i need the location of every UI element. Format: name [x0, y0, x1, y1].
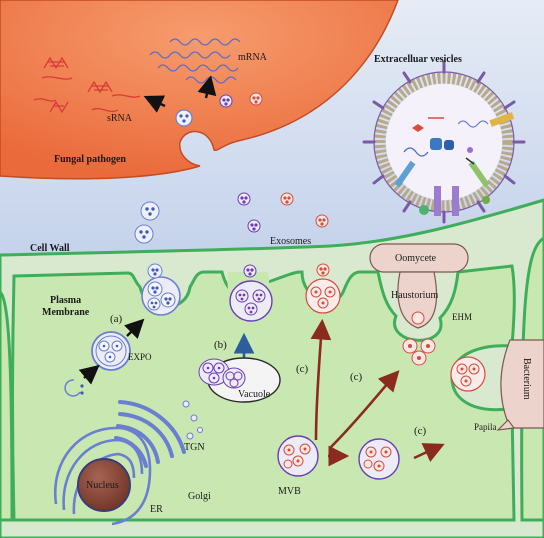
- arrow-c-to-membrane: [310, 318, 332, 441]
- arrow-expo-to-vesicle: [78, 364, 100, 385]
- fungal-pathogen-label: Fungal pathogen: [54, 154, 126, 165]
- extracellular-vesicle-detail: [362, 60, 526, 224]
- adjacent-cell-left: [0, 290, 14, 522]
- vacuole-label: Vacuole: [238, 389, 271, 400]
- endoplasmic-reticulum: [53, 426, 152, 526]
- arrow-c-to-papilla: [413, 443, 445, 462]
- label-c-1: (c): [296, 363, 309, 375]
- oomycete-label: Oomycete: [395, 253, 437, 264]
- expo-fusion-vesicle: [141, 263, 181, 316]
- bacterium: [496, 339, 544, 431]
- srna-hairpins: [33, 56, 141, 114]
- arrow-c-to-haustorium: [329, 370, 400, 449]
- tgn-label: TGN: [184, 442, 205, 453]
- golgi-label: Golgi: [188, 491, 211, 502]
- arrow-a-to-membrane: [124, 318, 145, 339]
- arrow-to-srna: [143, 95, 166, 113]
- floating-exosomes: [134, 192, 329, 244]
- expo-forming-membrane: [64, 379, 84, 397]
- mvb-red-1: [277, 435, 319, 477]
- mrna-label: mRNA: [238, 52, 268, 63]
- nucleus: [77, 458, 131, 512]
- label-b: (b): [214, 339, 227, 351]
- vacuole: [198, 357, 281, 403]
- ehm-label: EHM: [452, 312, 472, 322]
- oomycete: [369, 243, 469, 329]
- papila-label: Papila: [474, 422, 497, 432]
- bacterium-label: Bacterium: [521, 358, 532, 400]
- extracellular-vesicles-label: Extracelluar vesicles: [374, 54, 462, 65]
- srna-label: sRNA: [107, 113, 133, 124]
- label-a: (a): [110, 313, 123, 325]
- exosomes-label: Exosomes: [270, 236, 311, 247]
- label-c-2: (c): [350, 371, 363, 383]
- er-label: ER: [150, 504, 163, 515]
- arrow-to-mrna: [197, 75, 217, 99]
- plasma-membrane-label-1: Plasma: [50, 295, 81, 306]
- expo-vesicle: [91, 331, 131, 371]
- nucleus-label: Nucleus: [86, 480, 119, 491]
- plasma-membrane-label-2: Membrane: [42, 307, 90, 318]
- haustorium-label: Haustorium: [391, 290, 438, 301]
- label-c-3: (c): [414, 425, 427, 437]
- mvb-red-fusing: [305, 263, 341, 314]
- haustorium-red-vesicles: [402, 338, 436, 366]
- mvb-purple-fusing: [227, 264, 273, 322]
- mvb-label: MVB: [278, 486, 301, 497]
- tgn-vesicles: [182, 400, 203, 440]
- mvb-red-2: [358, 438, 400, 480]
- expo-label: EXPO: [128, 352, 152, 362]
- fungal-vesicles: [175, 92, 263, 127]
- papilla-vesicles: [450, 356, 486, 392]
- cell-wall-label: Cell Wall: [30, 243, 70, 254]
